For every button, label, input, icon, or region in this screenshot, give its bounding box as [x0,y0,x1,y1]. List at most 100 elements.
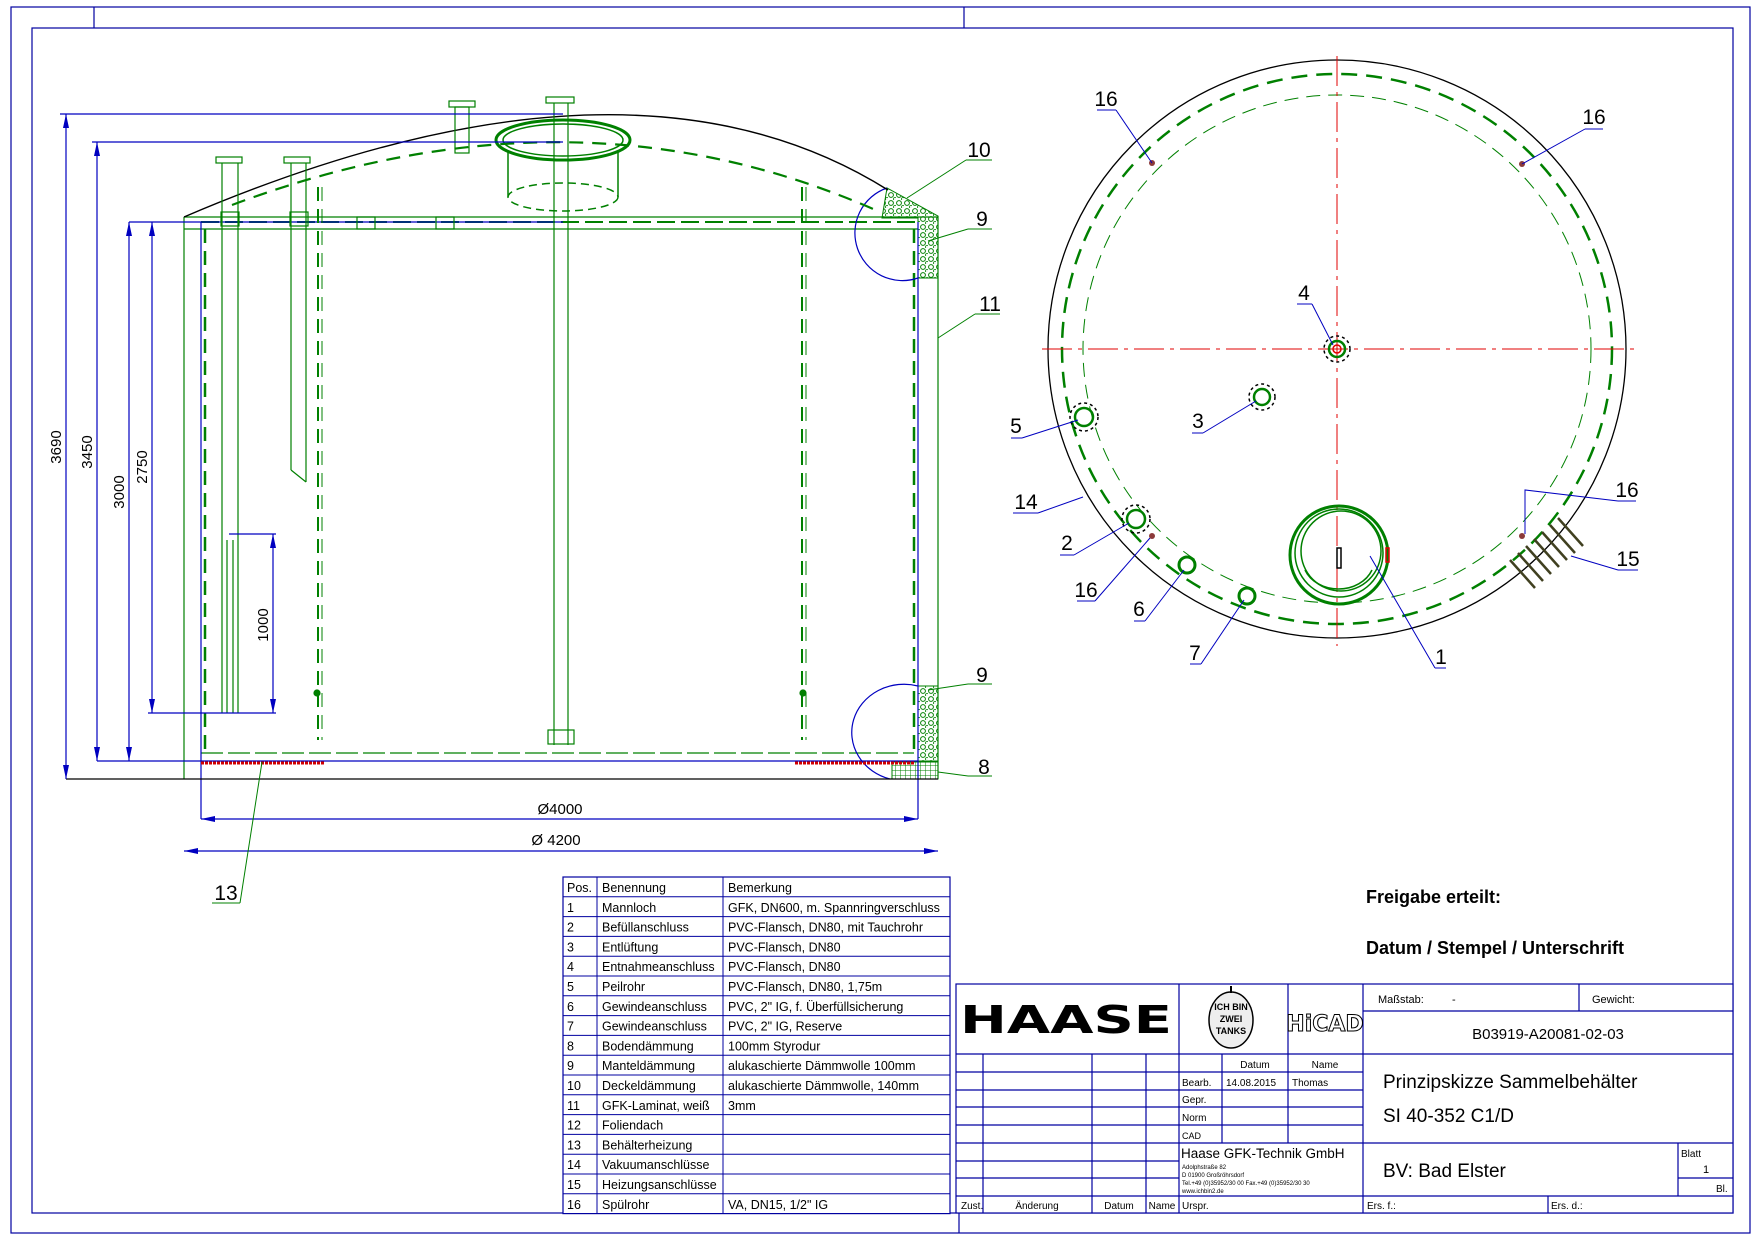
balloon-number: 3 [1192,410,1204,433]
table-cell: 11 [567,1099,580,1113]
table-cell: 8 [567,1039,574,1053]
position-balloon: 1 [1369,555,1447,669]
position-balloon: 4 [1297,282,1334,346]
balloon-leader [1073,522,1130,556]
tanks-logo-text: TANKS [1216,1026,1246,1036]
balloon-number: 16 [1615,479,1638,502]
ers-d-label: Ers. d.: [1551,1201,1583,1212]
table-cell: Foliendach [602,1119,663,1133]
table-cell: 16 [567,1198,581,1212]
company-name: Haase GFK-Technik GmbH [1181,1146,1345,1161]
table-cell: Mannloch [602,901,656,915]
balloon-number: 1 [1435,646,1447,669]
table-row: 14 Vakuumanschlüsse [563,1153,950,1172]
haase-logo: HAASE [960,998,1172,1042]
table-header-cell: Bemerkung [728,881,792,895]
table-row: 12 Foliendach [563,1114,950,1133]
table-cell: PVC-Flansch, DN80, mit Tauchrohr [728,921,923,935]
table-cell: Entlüftung [602,940,658,954]
floor-insulation-hatch [891,761,939,780]
address-line: Adolphstraße 82 [1182,1165,1227,1171]
rev-header-aenderung: Änderung [1015,1200,1058,1212]
manhole-plan [1288,504,1390,606]
position-balloon: 3 [1192,400,1257,434]
manhole-side [494,118,632,212]
balloon-number: 8 [978,756,990,779]
position-balloon: 16 [1094,88,1153,164]
table-cell: 3 [567,940,574,954]
table-cell: Deckeldämmung [602,1079,696,1093]
position-balloon: 16 [1521,106,1606,165]
balloon-number: 15 [1616,548,1639,571]
table-cell: 5 [567,980,574,994]
position-balloon: 8 [937,756,992,779]
rev-header-zust: Zust. [961,1201,983,1212]
table-cell: 4 [567,960,574,974]
cad-label: CAD [1182,1131,1202,1141]
table-cell: 9 [567,1059,574,1073]
balloon-number: 11 [979,293,1001,316]
massstab-value: - [1452,994,1456,1006]
table-cell: Peilrohr [602,980,645,994]
table-cell: Behälterheizung [602,1138,692,1152]
position-balloon: 10 [906,139,992,199]
drawing-title: Prinzipskizze Sammelbehälter [1383,1072,1638,1093]
dimension-lines [60,113,938,854]
balloon-leader [1570,555,1619,571]
table-cell: Vakuumanschlüsse [602,1158,710,1172]
position-balloon: 16 [1074,537,1151,602]
balloon-number: 16 [1582,106,1605,129]
drawing-number: B03919-A20081-02-03 [1472,1026,1624,1043]
balloon-number: 14 [1014,491,1038,514]
blatt-value: 1 [1703,1164,1709,1176]
dim-3690: 3690 [48,430,65,463]
table-row: 13 Behälterheizung [563,1133,950,1152]
table-cell: Gewindeanschluss [602,1000,707,1014]
table-cell: Heizungsanschlüsse [602,1178,717,1192]
address-line: www.ichbin2.de [1181,1189,1224,1195]
dim-diameter-outer: Ø 4200 [531,832,580,849]
position-balloon: 13 [212,761,263,905]
table-row: 5 Peilrohr PVC-Flansch, DN80, 1,75m [563,975,950,994]
balloon-leader [1200,599,1245,665]
project-name: BV: Bad Elster [1383,1161,1507,1182]
side-view-position-balloons: 10 9 11 9 8 13 [212,139,1001,905]
roof-insulation-hatch [881,187,939,279]
blatt-label: Blatt [1681,1149,1701,1160]
position-balloon: 15 [1570,548,1640,571]
table-cell: 15 [567,1178,581,1192]
dim-2750: 2750 [134,450,151,483]
urspr-label: Urspr. [1182,1201,1209,1212]
balloon-number: 16 [1074,579,1097,602]
table-cell: VA, DN15, 1/2" IG [728,1198,828,1212]
balloon-leader [1521,128,1586,165]
address-line: Tel.+49 (0)35952/30 00 Fax.+49 (0)35952/… [1182,1181,1310,1187]
position-balloon: 9 [927,208,992,242]
tanks-logo-text: ZWEI [1220,1014,1243,1024]
balloon-leader [1094,537,1151,602]
balloon-number: 9 [976,664,988,687]
balloon-leader [1144,569,1185,622]
table-cell: 13 [567,1138,581,1152]
dim-3450: 3450 [79,435,96,468]
table-cell: 14 [567,1158,581,1172]
balloon-number: 4 [1298,282,1310,305]
wall-insulation-hatch [917,685,939,762]
table-cell: alukaschierte Dämmwolle 100mm [728,1059,916,1073]
table-cell: 100mm Styrodur [728,1039,820,1053]
table-cell: 10 [567,1079,581,1093]
table-row: 15 Heizungsanschlüsse [563,1173,950,1192]
table-cell: 12 [567,1119,581,1133]
table-cell: PVC-Flansch, DN80, 1,75m [728,980,882,994]
bearb-date: 14.08.2015 [1226,1078,1276,1089]
dim-3000: 3000 [111,475,128,508]
table-cell: GFK-Laminat, weiß [602,1099,710,1113]
heating-connections-15 [1509,517,1584,589]
